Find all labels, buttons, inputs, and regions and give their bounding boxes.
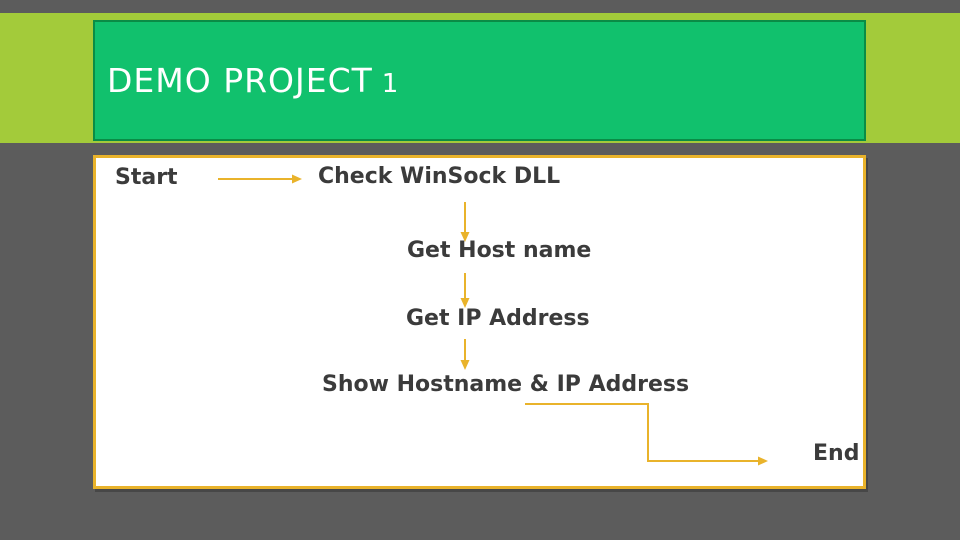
arrow-getip-to-show (460, 339, 470, 370)
arrow-check-to-gethost (460, 202, 470, 242)
arrow-gethost-to-getip (460, 273, 470, 308)
flow-node-check-winsock: Check WinSock DLL (318, 164, 561, 189)
arrow-start-to-check (218, 174, 302, 184)
flow-connector-arrows (218, 174, 768, 466)
flow-node-get-ip-address: Get IP Address (406, 306, 590, 331)
slide-title-main: DEMO PROJECT (107, 61, 373, 100)
flow-node-show-hostname-ip: Show Hostname & IP Address (322, 372, 690, 397)
flow-node-end: End (813, 441, 860, 466)
flow-node-start: Start (115, 165, 178, 190)
title-box: DEMO PROJECT 1 (93, 20, 866, 141)
slide-title: DEMO PROJECT 1 (95, 61, 399, 100)
flow-node-get-host-name: Get Host name (407, 238, 592, 263)
arrow-show-to-end (525, 403, 768, 466)
flowchart-panel: Start Check WinSock DLL Get Host name Ge… (93, 155, 866, 489)
slide-title-number: 1 (381, 69, 400, 99)
